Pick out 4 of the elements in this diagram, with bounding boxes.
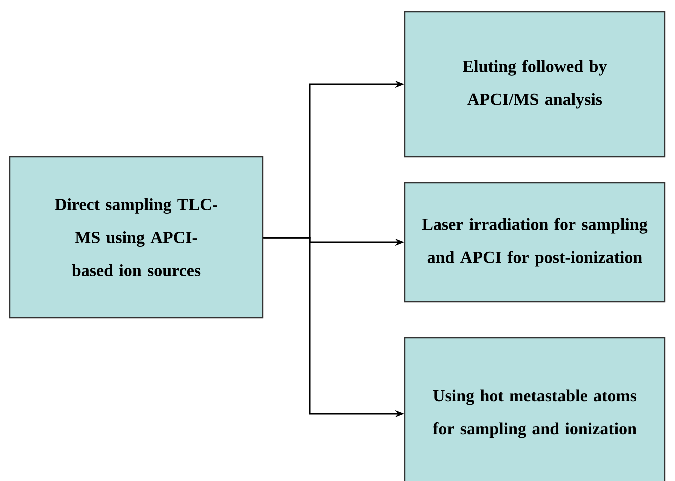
process-box: Using hot metastable atoms for sampling and ionization xyxy=(404,337,666,481)
process-box: Eluting followed by APCI/MS analysis xyxy=(404,11,666,158)
process-box: Laser irradiation for sampling and APCI for post-ionization xyxy=(404,182,666,303)
process-box: Direct sampling TLC-MS using APCI-based ion sources xyxy=(9,156,264,319)
